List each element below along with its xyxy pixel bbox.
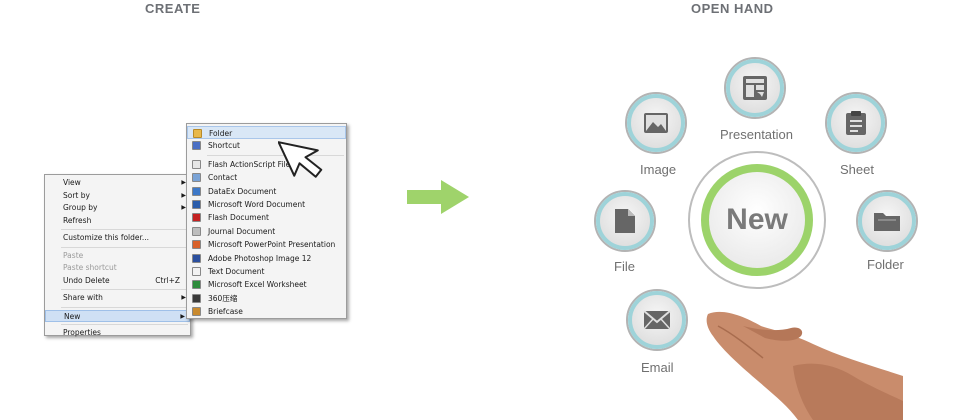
chevron-right-icon: ▶ (181, 179, 186, 186)
briefcase-icon (192, 307, 201, 317)
menu-separator (61, 306, 188, 308)
arrow-right-icon (407, 180, 469, 214)
radial-item-presentation[interactable] (724, 57, 786, 119)
radial-label-sheet: Sheet (840, 162, 874, 177)
submenu-item-flash-document[interactable]: Flash Document (187, 211, 346, 224)
text-icon (192, 266, 201, 276)
submenu-item-dataex[interactable]: DataEx Document (187, 185, 346, 198)
shortcut-icon (192, 141, 201, 151)
menu-item-paste[interactable]: Paste (63, 250, 84, 260)
flash-icon (192, 213, 201, 223)
radial-item-image[interactable] (625, 92, 687, 154)
submenu-item-excel[interactable]: Microsoft Excel Worksheet (187, 278, 346, 291)
radial-label-folder: Folder (867, 257, 904, 272)
flash-as-icon (192, 159, 201, 169)
chevron-right-icon: ▶ (181, 204, 186, 211)
submenu-item-photoshop[interactable]: Adobe Photoshop Image 12 (187, 252, 346, 265)
menu-separator (61, 324, 188, 325)
new-button[interactable]: New (688, 151, 826, 289)
excel-icon (192, 280, 201, 290)
file-icon (615, 209, 635, 233)
submenu-item-journal[interactable]: Journal Document (187, 225, 346, 238)
image-icon (644, 113, 668, 133)
submenu-item-contact[interactable]: Contact (187, 171, 346, 184)
context-menu: View▶ Sort by▶ Group by▶ Refresh Customi… (44, 174, 191, 337)
contact-icon (192, 173, 201, 183)
mouse-pointer-icon (278, 141, 323, 178)
new-button-label: New (726, 203, 788, 236)
title-create: CREATE (145, 1, 201, 16)
zip360-icon (192, 293, 201, 303)
radial-item-sheet[interactable] (825, 92, 887, 154)
menu-separator (61, 289, 188, 290)
menu-item-sort-by[interactable]: Sort by▶ (45, 190, 190, 203)
folder-icon (193, 129, 202, 138)
submenu-item-360zip[interactable]: 360压缩 (187, 292, 346, 305)
menu-item-share-with[interactable]: Share with▶ (45, 292, 190, 305)
menu-item-refresh[interactable]: Refresh (63, 215, 92, 225)
radial-item-file[interactable] (594, 190, 656, 252)
envelope-icon (643, 310, 671, 330)
photoshop-icon (192, 253, 201, 263)
presentation-icon (743, 76, 767, 100)
radial-item-email[interactable] (626, 289, 688, 351)
radial-item-folder[interactable] (856, 190, 918, 252)
menu-separator (61, 246, 188, 248)
submenu-item-text[interactable]: Text Document (187, 265, 346, 278)
open-hand-icon (706, 311, 903, 420)
title-open-hand: OPEN HAND (691, 1, 774, 16)
clipboard-icon (846, 111, 866, 135)
radial-label-email: Email (641, 360, 674, 375)
menu-item-customize-folder[interactable]: Customize this folder... (63, 233, 150, 242)
submenu-item-word[interactable]: Microsoft Word Document (187, 198, 346, 211)
menu-item-new[interactable]: New▶ (45, 309, 190, 322)
new-submenu: Folder Shortcut Flash ActionScript File … (186, 123, 347, 319)
menu-item-properties[interactable]: Properties (63, 328, 101, 337)
powerpoint-icon (192, 240, 201, 250)
menu-item-group-by[interactable]: Group by▶ (45, 202, 190, 215)
submenu-item-briefcase[interactable]: Briefcase (187, 305, 346, 318)
chevron-right-icon: ▶ (180, 312, 185, 320)
word-icon (192, 199, 201, 209)
shortcut-label: Ctrl+Z (155, 275, 180, 285)
submenu-item-folder[interactable]: Folder (187, 126, 346, 140)
chevron-right-icon: ▶ (181, 191, 186, 199)
radial-label-image: Image (640, 162, 677, 177)
new-button-ring: New (701, 164, 813, 276)
submenu-item-powerpoint[interactable]: Microsoft PowerPoint Presentation (187, 238, 346, 251)
journal-icon (192, 226, 201, 236)
dataex-icon (192, 186, 201, 196)
submenu-item-flash-actionscript[interactable]: Flash ActionScript File (187, 158, 346, 171)
folder-icon (874, 213, 900, 231)
submenu-item-shortcut[interactable]: Shortcut (187, 139, 346, 152)
menu-item-view[interactable]: View▶ (45, 177, 190, 190)
menu-item-paste-shortcut[interactable]: Paste shortcut (63, 263, 117, 272)
chevron-right-icon: ▶ (181, 294, 186, 301)
menu-separator (207, 154, 344, 156)
menu-separator (61, 229, 188, 230)
radial-label-presentation: Presentation (720, 127, 793, 142)
radial-label-file: File (614, 259, 635, 274)
